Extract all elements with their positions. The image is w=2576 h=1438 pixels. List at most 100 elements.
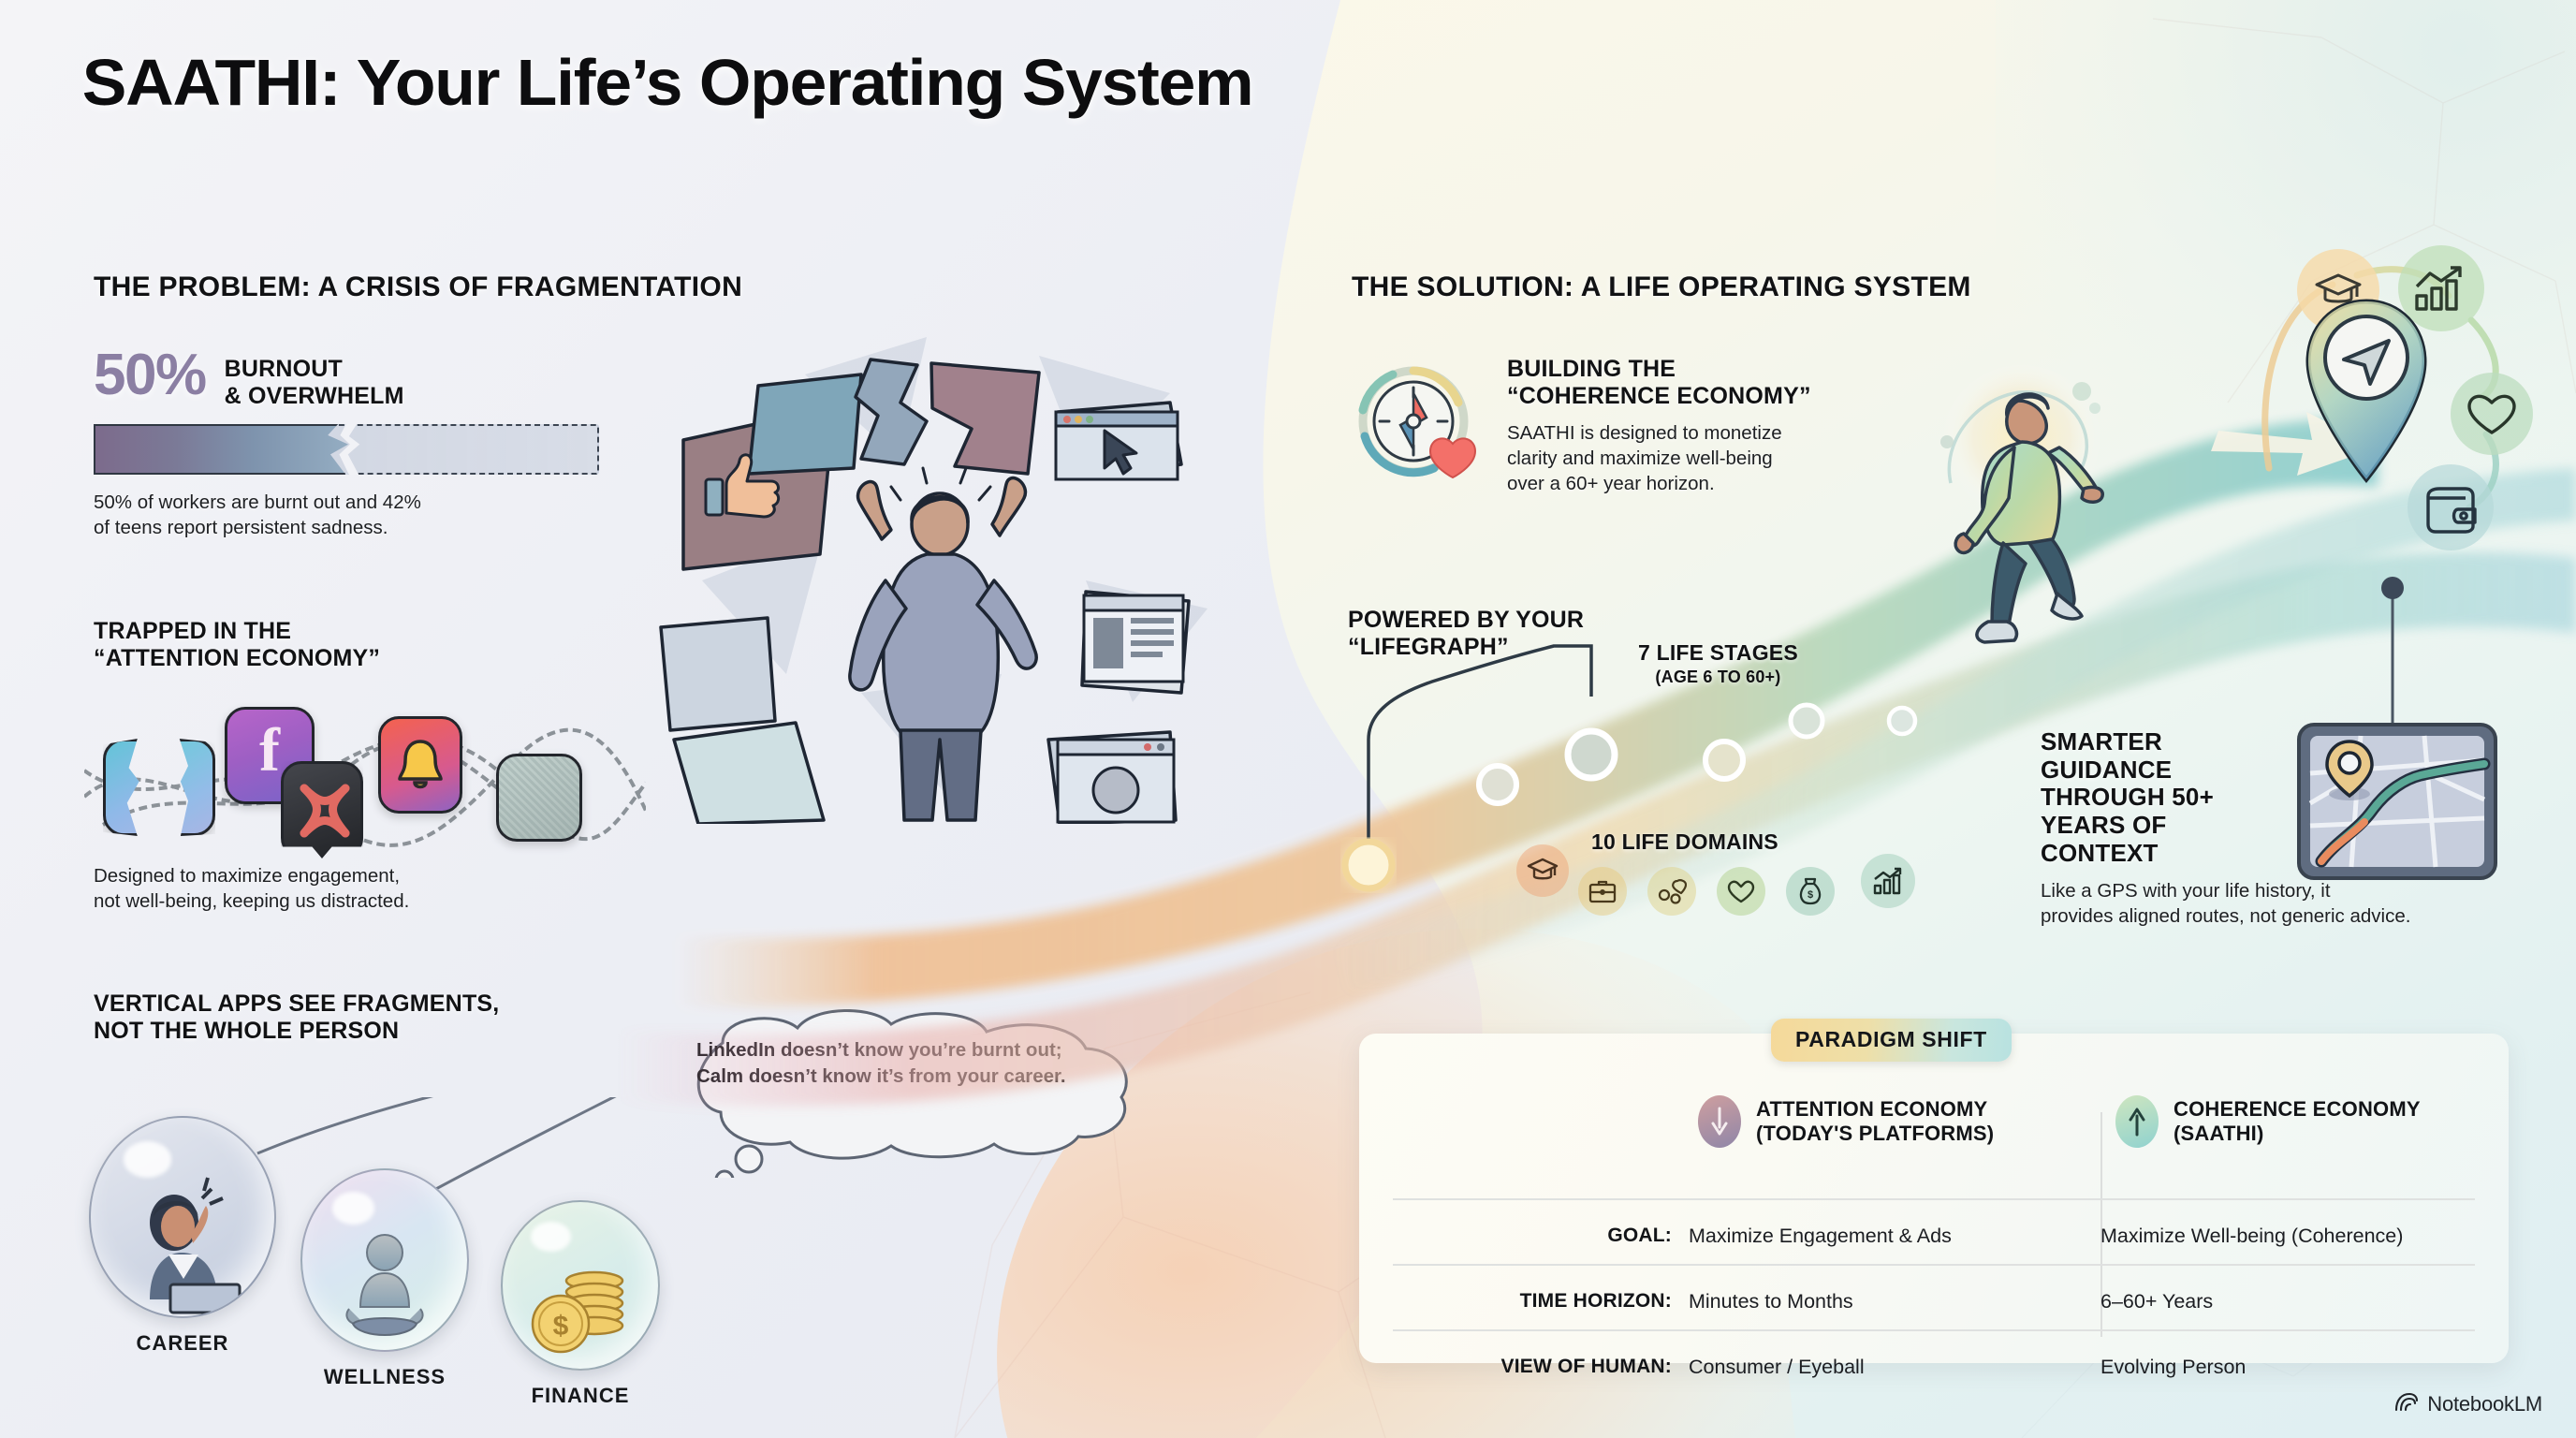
relationships-icon	[1647, 867, 1696, 916]
notebooklm-logo-icon	[2394, 1391, 2419, 1417]
paradigm-col-coherence-subtitle: (SAATHI)	[2174, 1122, 2264, 1145]
gold-coins-icon: $	[501, 1200, 660, 1371]
table-column-divider	[2100, 1112, 2102, 1337]
row-attention-time-horizon: Minutes to Months	[1689, 1289, 1853, 1313]
life-domain-icons: $	[1516, 843, 1947, 917]
growth-chart-icon	[1861, 854, 1915, 908]
table-row: VIEW OF HUMAN: Consumer / Eyeball Evolvi…	[1359, 1339, 2509, 1395]
life-stages-subtitle: (AGE 6 TO 60+)	[1655, 668, 1781, 687]
row-attention-goal: Maximize Engagement & Ads	[1689, 1224, 1952, 1247]
bell-notification-icon	[378, 716, 462, 814]
money-bag-icon: $	[1786, 867, 1835, 916]
row-coherence-goal: Maximize Well-being (Coherence)	[2100, 1224, 2404, 1247]
smarter-body-line1: Like a GPS with your life history, it	[2041, 880, 2331, 902]
section-heading-solution: THE SOLUTION: A LIFE OPERATING SYSTEM	[1352, 271, 1971, 302]
row-label-view-of-human: VIEW OF HUMAN:	[1500, 1356, 1672, 1377]
row-coherence-view-of-human: Evolving Person	[2100, 1355, 2247, 1378]
compass-heart-icon	[1348, 358, 1488, 498]
bubble-connector-lines	[256, 1097, 617, 1211]
attention-heading-line2: “ATTENTION ECONOMY”	[94, 644, 381, 671]
attention-caption-line2: not well-being, keeping us distracted.	[94, 890, 410, 913]
bubble-label-career: CAREER	[136, 1331, 229, 1355]
overwhelmed-person-illustration	[646, 300, 1226, 826]
bubble-label-wellness: WELLNESS	[323, 1365, 446, 1388]
heart-icon	[1717, 867, 1765, 916]
thought-line1: LinkedIn doesn’t know you’re burnt out;	[696, 1039, 1062, 1061]
bubble-wellness: WELLNESS	[300, 1168, 469, 1389]
smarter-heading-line4: YEARS OF	[2041, 810, 2167, 839]
attention-heading-line1: TRAPPED IN THE	[94, 618, 292, 644]
coherence-body-line1: SAATHI is designed to monetize	[1507, 422, 1782, 444]
gps-map-card-icon	[2295, 721, 2499, 882]
svg-text:$: $	[1808, 889, 1813, 901]
facebook-icon: f	[225, 707, 315, 804]
coherence-body-line2: clarity and maximize well-being	[1507, 448, 1773, 470]
paradigm-shift-table: ATTENTION ECONOMY (TODAY'S PLATFORMS) CO…	[1359, 1034, 2509, 1378]
row-label-time-horizon: TIME HORIZON:	[1519, 1290, 1672, 1312]
bubble-label-finance: FINANCE	[531, 1384, 630, 1407]
smarter-heading-line3: THROUGH 50+	[2041, 783, 2214, 812]
stressed-worker-icon	[89, 1116, 276, 1318]
smarter-guidance-block: SMARTER GUIDANCE THROUGH 50+ YEARS OF CO…	[2041, 727, 2410, 929]
vertical-apps-block: VERTICAL APPS SEE FRAGMENTS, NOT THE WHO…	[94, 990, 711, 1044]
graduation-cap-icon	[1516, 844, 1569, 897]
smarter-heading-line1: SMARTER	[2041, 727, 2162, 756]
table-divider	[1393, 1198, 2475, 1200]
progress-fill	[94, 424, 348, 475]
smarter-body-line2: provides aligned routes, not generic adv…	[2041, 905, 2411, 928]
coherence-body-line3: over a 60+ year horizon.	[1507, 473, 1715, 495]
notebooklm-watermark: NotebookLM	[2394, 1391, 2542, 1417]
grey-static-icon	[496, 754, 582, 842]
burnout-stat-label-line2: & OVERWHELM	[224, 382, 404, 409]
coherence-economy-block: BUILDING THE “COHERENCE ECONOMY” SAATHI …	[1507, 356, 1947, 496]
paradigm-table-header: ATTENTION ECONOMY (TODAY'S PLATFORMS) CO…	[1359, 1095, 2509, 1148]
smarter-heading-line2: GUIDANCE	[2041, 755, 2173, 784]
burnout-progress-bar	[94, 424, 599, 475]
coherence-heading-line2: “COHERENCE ECONOMY”	[1507, 382, 1811, 409]
arrow-down-icon	[1698, 1095, 1741, 1148]
lifegraph-heading-line2: “LIFEGRAPH”	[1348, 633, 1509, 660]
bubble-finance: $ FINANCE	[501, 1200, 660, 1408]
navigation-badge-cluster	[2247, 243, 2576, 618]
lifegraph-heading-line1: POWERED BY YOUR	[1348, 607, 1585, 633]
row-attention-view-of-human: Consumer / Eyeball	[1689, 1355, 1865, 1378]
wallet-icon	[2426, 487, 2477, 534]
navigation-pin-icon	[2305, 299, 2427, 483]
growth-chart-icon	[2415, 266, 2462, 311]
attention-economy-block: TRAPPED IN THE “ATTENTION ECONOMY” f	[84, 618, 646, 912]
vertical-heading-line2: NOT THE WHOLE PERSON	[94, 1017, 400, 1044]
svg-text:$: $	[553, 1311, 569, 1342]
life-stages-title: 7 LIFE STAGES	[1638, 640, 1798, 665]
table-row: TIME HORIZON: Minutes to Months 6–60+ Ye…	[1359, 1273, 2509, 1329]
life-stages-label: 7 LIFE STAGES (AGE 6 TO 60+)	[1638, 640, 1798, 687]
row-coherence-time-horizon: 6–60+ Years	[2100, 1289, 2214, 1313]
x-app-icon	[281, 761, 363, 858]
coherence-heading-line1: BUILDING THE	[1507, 356, 1676, 382]
smarter-heading-line5: CONTEXT	[2041, 838, 2159, 867]
paradigm-col-attention-title: ATTENTION ECONOMY	[1756, 1096, 1988, 1121]
graduation-cap-icon	[2315, 273, 2362, 303]
lifegraph-block: POWERED BY YOUR “LIFEGRAPH”	[1348, 607, 1685, 660]
paradigm-shift-badge: PARADIGM SHIFT	[1771, 1019, 2012, 1062]
burnout-stat-value: 50%	[94, 343, 207, 407]
attention-caption-line1: Designed to maximize engagement,	[94, 865, 401, 887]
table-row: GOAL: Maximize Engagement & Ads Maximize…	[1359, 1208, 2509, 1264]
burnout-caption-line1: 50% of workers are burnt out and 42%	[94, 492, 421, 513]
burnout-caption-line2: of teens report persistent sadness.	[94, 517, 388, 539]
bubble-career: CAREER	[89, 1116, 276, 1356]
thought-line2: Calm doesn’t know it’s from your career.	[696, 1065, 1066, 1088]
briefcase-icon	[1578, 867, 1627, 916]
table-divider	[1393, 1329, 2475, 1331]
person-walking-illustration	[1898, 343, 2179, 680]
heart-icon	[2467, 394, 2516, 434]
burnout-stat-block: 50% BURNOUT & OVERWHELM 50% of workers a…	[94, 343, 599, 540]
burnout-stat-label-line1: BURNOUT	[224, 356, 343, 382]
notebooklm-label: NotebookLM	[2427, 1392, 2542, 1416]
vertical-app-bubbles: CAREER WELLNESS	[89, 1097, 744, 1407]
row-label-goal: GOAL:	[1607, 1225, 1672, 1246]
paradigm-col-attention-subtitle: (TODAY'S PLATFORMS)	[1756, 1122, 1995, 1145]
table-divider	[1393, 1264, 2475, 1266]
page-title: SAATHI: Your Life’s Operating System	[81, 46, 1254, 119]
section-heading-problem: THE PROBLEM: A CRISIS OF FRAGMENTATION	[94, 271, 743, 302]
vertical-heading-line1: VERTICAL APPS SEE FRAGMENTS,	[94, 990, 500, 1017]
